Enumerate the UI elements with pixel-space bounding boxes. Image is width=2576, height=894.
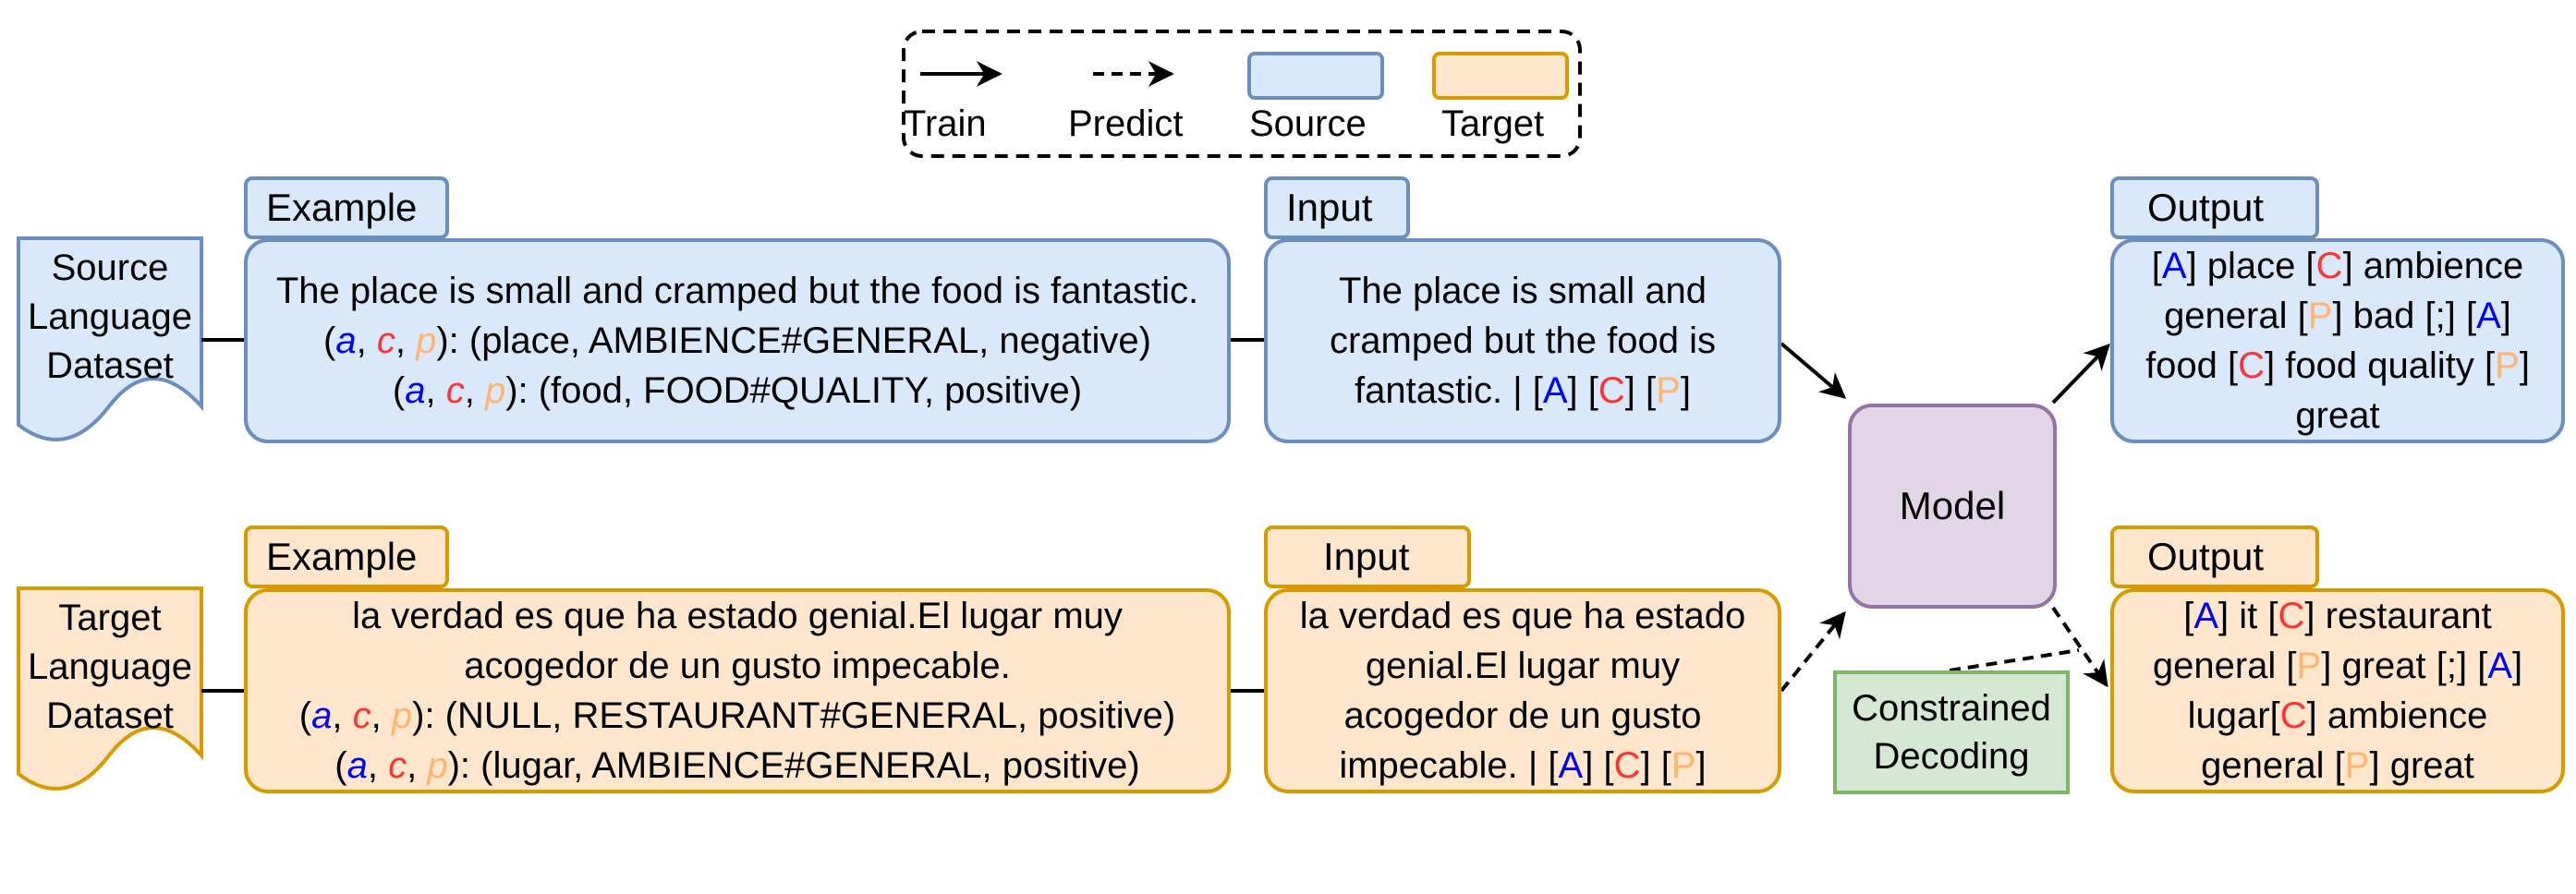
model-to-tgt-output-arrow	[2051, 606, 2108, 688]
target-dataset-label: Target Language Dataset	[18, 588, 201, 741]
constrained-decoding-line-2: Decoding	[1873, 736, 2030, 777]
src-input-to-model-arrow	[1780, 342, 1847, 399]
source-example-sentence: The place is small and cramped but the f…	[275, 271, 1199, 311]
decoding-to-line-connector	[1949, 648, 2080, 672]
target-dataset-line-3: Dataset	[46, 695, 174, 736]
target-input-line-4: impecable. | [A] [C] [P]	[1339, 745, 1707, 786]
source-dataset-line-2: Language	[28, 296, 192, 337]
legend-target-swatch	[1432, 52, 1569, 100]
legend-frame	[902, 30, 1582, 158]
target-example-tab: Example	[244, 526, 449, 588]
source-input-line-3: fantastic. | [A] [C] [P]	[1355, 370, 1691, 411]
constrained-decoding-line-1: Constrained	[1852, 688, 2051, 729]
target-output-box: [A] it [C] restaurant general [P] great …	[2110, 588, 2565, 793]
source-example-tuple-1: (a, c, p): (place, AMBIENCE#GENERAL, neg…	[323, 320, 1151, 361]
legend-source-swatch	[1247, 52, 1384, 100]
tgt-input-to-model-arrow	[1780, 610, 1846, 693]
target-dataset-line-2: Language	[28, 646, 192, 687]
source-output-box: [A] place [C] ambience general [P] bad […	[2110, 238, 2565, 443]
target-input-tab: Input	[1264, 526, 1471, 588]
legend-target-label: Target	[1441, 103, 1545, 144]
source-dataset-label: Source Language Dataset	[18, 238, 201, 391]
target-input-line-2: genial.El lugar muy	[1365, 646, 1681, 686]
source-dataset-line-3: Dataset	[46, 345, 174, 386]
source-example-box: The place is small and cramped but the f…	[244, 238, 1231, 443]
source-dataset-line-1: Source	[51, 248, 169, 288]
target-example-tuple-1: (a, c, p): (NULL, RESTAURANT#GENERAL, po…	[298, 695, 1176, 736]
source-input-box: The place is small and cramped but the f…	[1264, 238, 1781, 443]
target-example-box: la verdad es que ha estado genial.El lug…	[244, 588, 1231, 793]
legend-train-label: Train	[904, 103, 987, 144]
source-example-tab: Example	[244, 176, 449, 239]
source-dataset-shape	[17, 236, 203, 441]
model-box: Model	[1848, 404, 2057, 609]
source-output-tab: Output	[2110, 176, 2319, 239]
source-input-line-2: cramped but the food is	[1329, 320, 1717, 361]
target-output-tab: Output	[2110, 526, 2319, 588]
target-input-line-3: acogedor de un gusto	[1343, 695, 1702, 736]
source-input-line-1: The place is small and	[1339, 271, 1707, 311]
target-input-line-1: la verdad es que ha estado	[1299, 596, 1746, 636]
legend-predict-label: Predict	[1068, 103, 1184, 144]
constrained-decoding-box: Constrained Decoding	[1833, 670, 2070, 794]
source-output-text: [A] place [C] ambience general [P] bad […	[2145, 246, 2530, 436]
target-dataset-shape	[17, 586, 203, 791]
target-dataset-line-1: Target	[58, 598, 162, 638]
target-example-tuple-2: (a, c, p): (lugar, AMBIENCE#GENERAL, pos…	[334, 745, 1140, 786]
target-input-box: la verdad es que ha estado genial.El lug…	[1264, 588, 1781, 793]
target-example-sentence: la verdad es que ha estado genial.El lug…	[352, 596, 1123, 686]
source-example-tuple-2: (a, c, p): (food, FOOD#QUALITY, positive…	[392, 370, 1083, 411]
model-to-src-output-arrow	[2051, 343, 2110, 405]
legend-source-label: Source	[1249, 103, 1367, 144]
target-output-text: [A] it [C] restaurant general [P] great …	[2152, 596, 2523, 786]
source-input-tab: Input	[1264, 176, 1410, 239]
